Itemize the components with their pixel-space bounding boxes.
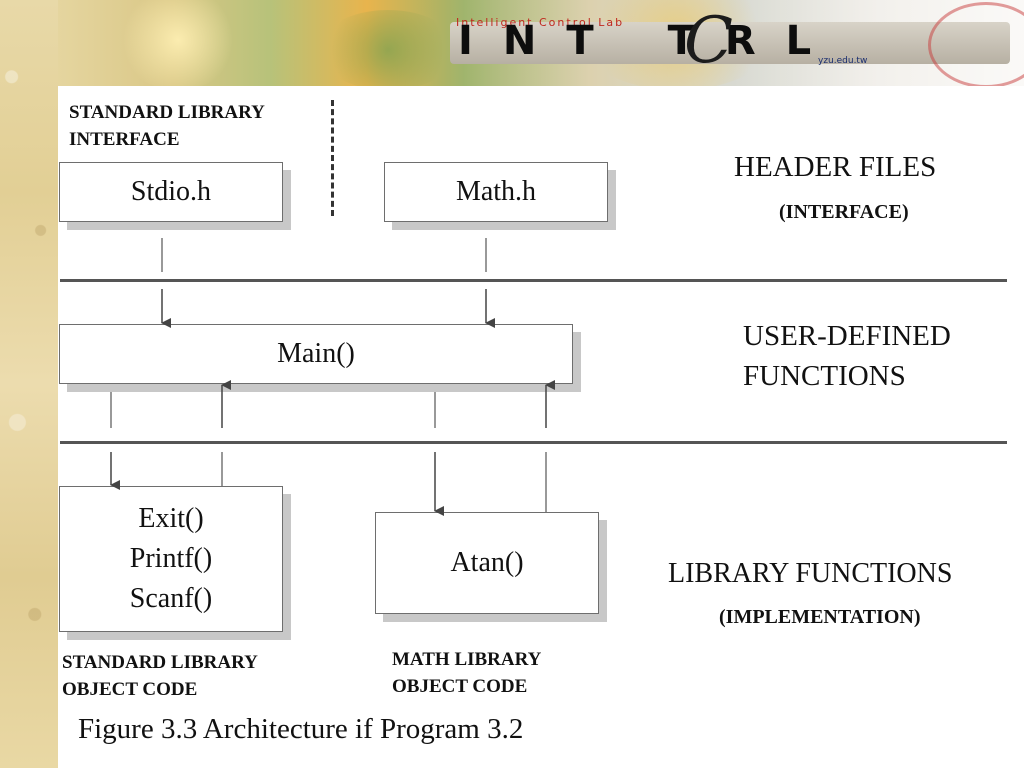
figure-caption: Figure 3.3 Architecture if Program 3.2 <box>78 713 524 745</box>
logo-bar <box>450 22 1010 64</box>
main-box: Main() <box>59 324 573 384</box>
logo-text: INT TRL <box>458 18 842 64</box>
box-label: Exit() <box>138 503 204 534</box>
header-files-label: HEADER FILES <box>734 151 937 183</box>
box-label: Math.h <box>455 176 537 207</box>
label-line: OBJECT CODE <box>62 679 198 700</box>
label-line: STANDARD LIBRARY <box>69 102 265 123</box>
std-functions-box: Exit() Printf() Scanf() <box>59 486 283 632</box>
label-line: FUNCTIONS <box>743 360 906 392</box>
label-line: INTERFACE <box>69 129 180 150</box>
library-functions-sublabel: (IMPLEMENTATION) <box>719 606 921 628</box>
box-label: Scanf() <box>129 583 213 614</box>
logo-tagline: Intelligent Control Lab <box>456 16 625 29</box>
user-defined-label: USER-DEFINED FUNCTIONS <box>743 316 951 396</box>
dashed-divider <box>331 100 334 216</box>
box-label: Atan() <box>450 547 524 578</box>
label-line: MATH LIBRARY <box>392 649 542 670</box>
parchment-border <box>0 0 58 768</box>
math-h-box: Math.h <box>384 162 608 222</box>
label-line: USER-DEFINED <box>743 320 951 352</box>
std-library-object-label: STANDARD LIBRARY OBJECT CODE <box>62 649 258 703</box>
banner-decoration <box>118 0 238 86</box>
separator-line <box>60 441 1007 444</box>
label-line: STANDARD LIBRARY <box>62 652 258 673</box>
label-line: OBJECT CODE <box>392 676 528 697</box>
box-label: Stdio.h <box>130 176 212 207</box>
logo-url: yzu.edu.tw <box>818 56 868 66</box>
banner-decoration <box>318 10 458 86</box>
std-library-interface-label: STANDARD LIBRARY INTERFACE <box>69 99 265 153</box>
separator-line <box>60 279 1007 282</box>
box-label: Printf() <box>129 543 213 574</box>
math-library-object-label: MATH LIBRARY OBJECT CODE <box>392 646 541 700</box>
atan-box: Atan() <box>375 512 599 614</box>
stdio-h-box: Stdio.h <box>59 162 283 222</box>
box-label: Main() <box>277 338 355 369</box>
header-files-sublabel: (INTERFACE) <box>779 201 909 223</box>
logo-emblem <box>928 2 1024 86</box>
logo-c-glyph: C <box>684 4 733 78</box>
library-functions-label: LIBRARY FUNCTIONS <box>668 558 953 589</box>
header-banner: Intelligent Control Lab INT TRL C yzu.ed… <box>58 0 1024 86</box>
